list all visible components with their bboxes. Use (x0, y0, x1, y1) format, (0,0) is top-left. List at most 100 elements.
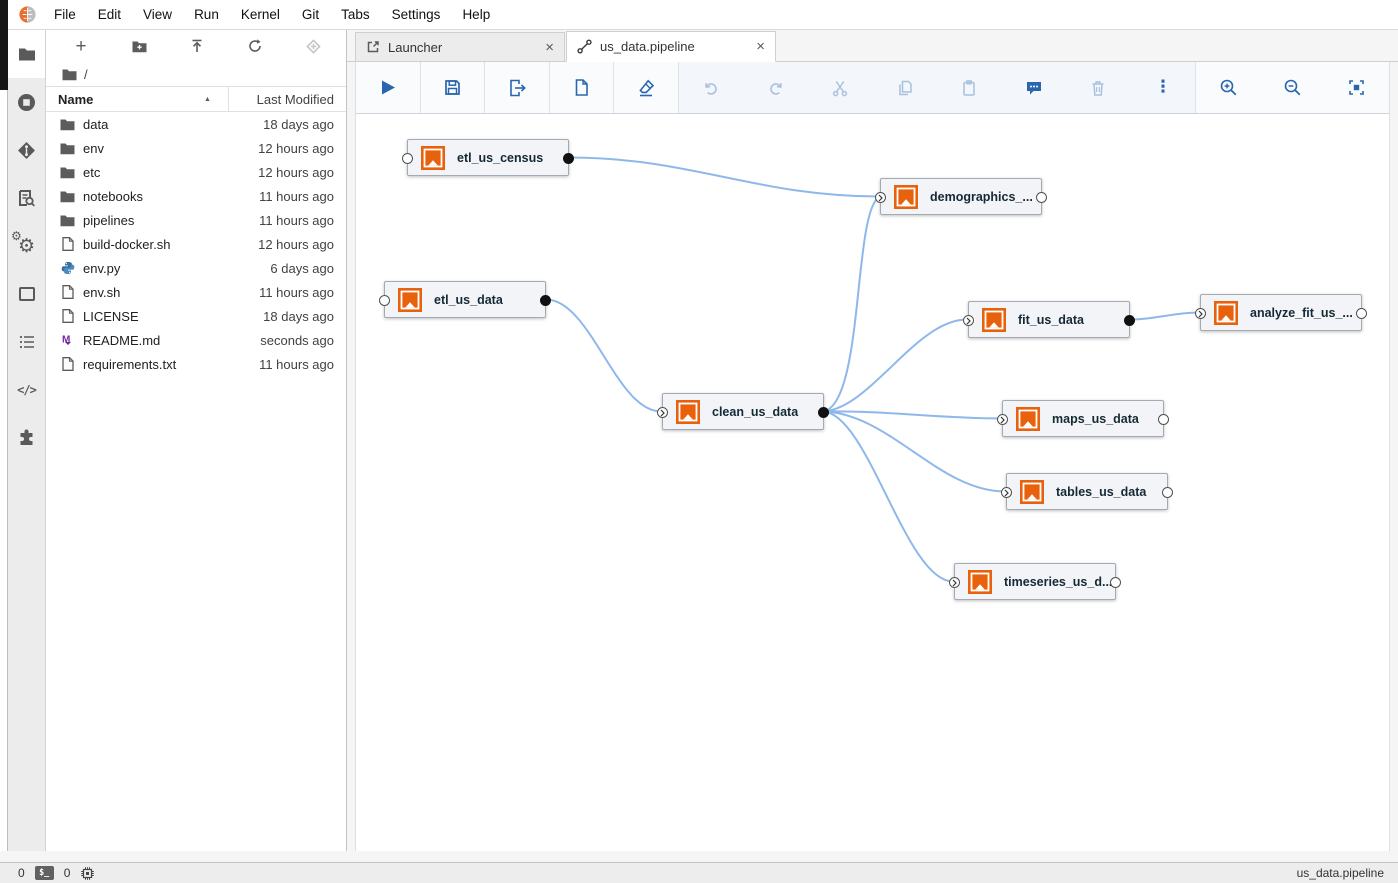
menu-settings[interactable]: Settings (391, 7, 441, 22)
sort-ascending-icon[interactable]: ▲ (204, 95, 211, 103)
menu-run[interactable]: Run (194, 7, 219, 22)
fit-to-view-button[interactable] (1324, 62, 1389, 113)
copy-button[interactable] (872, 62, 938, 113)
undo-button[interactable] (678, 62, 744, 113)
file-row[interactable]: LICENSE 18 days ago (46, 304, 346, 328)
input-port[interactable] (997, 414, 1008, 425)
clear-pipeline-button[interactable] (550, 62, 615, 113)
output-port[interactable] (1356, 308, 1367, 319)
node-maps-us-data[interactable]: maps_us_data (997, 400, 1169, 437)
input-port[interactable] (963, 315, 974, 326)
input-port[interactable] (379, 295, 390, 306)
input-port[interactable] (657, 407, 668, 418)
file-modified: 11 hours ago (259, 188, 334, 204)
sidebar-item-extensions[interactable] (8, 414, 45, 462)
paste-button[interactable] (937, 62, 1002, 113)
terminal-count[interactable]: 0 (18, 866, 25, 880)
cut-button[interactable] (807, 62, 873, 113)
input-port[interactable] (875, 192, 886, 203)
output-port[interactable] (818, 407, 829, 418)
sidebar-item-file-browser[interactable] (8, 30, 45, 78)
output-port[interactable] (563, 153, 574, 164)
node-analyze-fit-us[interactable]: analyze_fit_us_... (1195, 294, 1367, 331)
menu-edit[interactable]: Edit (97, 7, 122, 22)
menu-tabs[interactable]: Tabs (341, 7, 370, 22)
folder-icon (18, 48, 35, 61)
add-comment-button[interactable] (1001, 62, 1067, 113)
sidebar-item-runtimes[interactable] (8, 174, 45, 222)
run-pipeline-button[interactable] (356, 62, 421, 113)
file-row[interactable]: env.sh 11 hours ago (46, 280, 346, 304)
file-row[interactable]: pipelines 11 hours ago (46, 208, 346, 232)
output-port[interactable] (1158, 414, 1169, 425)
file-row[interactable]: env 12 hours ago (46, 136, 346, 160)
open-palette-button[interactable] (614, 62, 679, 113)
sidebar-item-table-of-contents[interactable] (8, 318, 45, 366)
node-demographics[interactable]: demographics_... (875, 178, 1047, 215)
new-launcher-button[interactable]: + (70, 35, 92, 57)
kernel-count[interactable]: 0 (63, 866, 71, 880)
new-folder-button[interactable] (128, 35, 150, 57)
node-etl-us-data[interactable]: etl_us_data (379, 281, 551, 318)
output-port[interactable] (1110, 577, 1121, 588)
input-port[interactable] (949, 577, 960, 588)
pipeline-canvas[interactable]: etl_us_census demographics_... etl_us_da… (356, 114, 1389, 851)
redo-button[interactable] (743, 62, 808, 113)
breadcrumb[interactable]: / (46, 62, 346, 86)
file-row[interactable]: data 18 days ago (46, 112, 346, 136)
zoom-out-button[interactable] (1260, 62, 1325, 113)
input-port[interactable] (1195, 308, 1206, 319)
status-current-file: us_data.pipeline (1296, 866, 1384, 880)
run-icon (382, 80, 396, 95)
node-timeseries-us-data[interactable]: timeseries_us_d... (949, 563, 1121, 600)
output-port[interactable] (1162, 487, 1173, 498)
dock-tab-bar: Launcher × us_data.pipeline × (347, 30, 1398, 62)
column-header-name[interactable]: Name (58, 91, 94, 107)
menu-help[interactable]: Help (462, 7, 491, 22)
file-row[interactable]: build-docker.sh 12 hours ago (46, 232, 346, 256)
close-icon[interactable]: × (545, 38, 554, 56)
pipeline-edges (545, 156, 1200, 583)
sidebar-item-runtime-images[interactable]: ⚙ ⚙ (8, 222, 45, 270)
file-row[interactable]: notebooks 11 hours ago (46, 184, 346, 208)
file-row[interactable]: etc 12 hours ago (46, 160, 346, 184)
output-port[interactable] (540, 295, 551, 306)
menu-view[interactable]: View (143, 7, 173, 22)
menu-file[interactable]: File (54, 7, 76, 22)
sidebar-item-running-sessions[interactable] (8, 78, 45, 126)
file-row[interactable]: env.py 6 days ago (46, 256, 346, 280)
zoom-in-button[interactable] (1195, 62, 1260, 113)
input-port[interactable] (1001, 487, 1012, 498)
node-fit-us-data[interactable]: fit_us_data (963, 301, 1135, 338)
menu-git[interactable]: Git (301, 7, 320, 22)
node-clean-us-data[interactable]: clean_us_data (657, 393, 829, 430)
more-options-button[interactable]: ⋮ (1130, 62, 1196, 113)
kernel-chip-icon[interactable] (80, 866, 95, 881)
export-pipeline-button[interactable] (485, 62, 550, 113)
runtimes-icon (19, 189, 35, 207)
sidebar-item-git[interactable] (8, 126, 45, 174)
output-port[interactable] (1124, 315, 1135, 326)
upload-button[interactable] (186, 35, 208, 57)
input-port[interactable] (402, 153, 413, 164)
delete-button[interactable] (1066, 62, 1131, 113)
window-edge-dark (0, 0, 8, 90)
sidebar-item-component-catalogs[interactable] (8, 270, 45, 318)
file-row[interactable]: requirements.txt 11 hours ago (46, 352, 346, 376)
node-etl-us-census[interactable]: etl_us_census (402, 139, 574, 176)
node-tables-us-data[interactable]: tables_us_data (1001, 473, 1173, 510)
git-clone-button[interactable] (302, 35, 324, 57)
close-icon[interactable]: × (756, 38, 765, 55)
svg-text:M: M (62, 335, 70, 346)
tab-us-data-pipeline[interactable]: us_data.pipeline × (566, 31, 776, 62)
output-port[interactable] (1036, 192, 1047, 203)
file-row[interactable]: M README.md seconds ago (46, 328, 346, 352)
menu-kernel[interactable]: Kernel (240, 7, 280, 22)
sidebar-item-code-snippets[interactable]: </> (8, 366, 45, 414)
column-header-modified[interactable]: Last Modified (256, 91, 334, 107)
tab-launcher[interactable]: Launcher × (355, 32, 565, 61)
file-name: env.py (83, 260, 121, 276)
refresh-button[interactable] (244, 35, 266, 57)
terminal-icon[interactable]: $_ (34, 866, 54, 880)
save-pipeline-button[interactable] (421, 62, 486, 113)
